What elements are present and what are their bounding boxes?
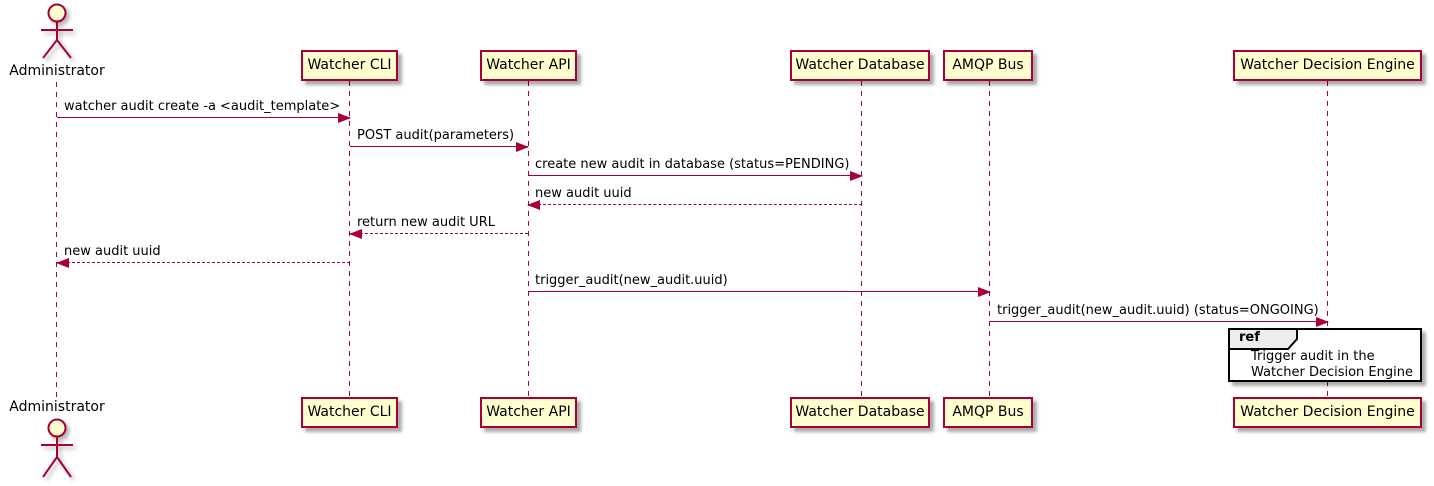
message-label: POST audit(parameters) [357,128,515,143]
message-post-audit: POST audit(parameters) [350,127,529,152]
message-line [57,262,350,263]
actor-figure-icon [41,418,73,478]
message-audit-create: watcher audit create -a <audit_template> [57,98,351,123]
message-label: create new audit in database (status=PEN… [535,157,850,172]
participant-watcher-decision-engine-top: Watcher Decision Engine [1233,50,1422,81]
message-trigger-audit-ongoing: trigger_audit(new_audit.uuid) (status=ON… [990,302,1329,327]
message-line [990,321,1328,322]
ref-frame: ref Trigger audit in the Watcher Decisio… [1228,328,1422,382]
participant-amqp-bus-top: AMQP Bus [943,50,1033,81]
lifeline-administrator [56,82,57,400]
arrowhead-left-icon [349,229,362,239]
lifeline-watcher-database [861,81,862,397]
arrowhead-right-icon [978,287,991,297]
message-return-audit-url: return new audit URL [349,214,528,239]
message-new-audit-uuid-admin: new audit uuid [56,243,350,268]
message-line [350,233,528,234]
participant-watcher-database-bottom: Watcher Database [790,397,930,428]
actor-label-top: Administrator [9,63,105,79]
message-line [528,175,862,176]
lifeline-watcher-decision-engine [1327,81,1328,397]
message-create-audit-db: create new audit in database (status=PEN… [528,156,863,181]
actor-figure-icon [41,3,73,59]
participant-watcher-api-bottom: Watcher API [480,397,577,428]
actor-label-bottom: Administrator [9,399,105,415]
message-line [528,291,990,292]
lifeline-amqp-bus [989,81,990,397]
participant-watcher-cli-top: Watcher CLI [301,50,398,81]
arrowhead-right-icon [516,142,529,152]
participant-watcher-cli-bottom: Watcher CLI [301,397,398,428]
message-label: new audit uuid [64,244,161,259]
arrowhead-right-icon [850,171,863,181]
ref-tab: ref [1228,328,1300,350]
message-line [350,146,528,147]
message-label: watcher audit create -a <audit_template> [64,99,341,114]
arrowhead-left-icon [527,200,540,210]
ref-tab-shape [1228,328,1298,350]
message-line [57,117,350,118]
message-label: trigger_audit(new_audit.uuid) (status=ON… [997,303,1319,318]
participant-amqp-bus-bottom: AMQP Bus [943,397,1033,428]
ref-text-line: Watcher Decision Engine [1251,365,1413,380]
arrowhead-right-icon [338,113,351,123]
ref-keyword: ref [1239,330,1260,345]
message-label: trigger_audit(new_audit.uuid) [535,273,728,288]
lifeline-watcher-cli [349,81,350,397]
ref-text-line: Trigger audit in the [1251,349,1375,364]
message-label: return new audit URL [357,215,495,230]
arrowhead-left-icon [56,258,69,268]
message-label: new audit uuid [535,186,632,201]
message-line [528,204,862,205]
participant-watcher-decision-engine-bottom: Watcher Decision Engine [1233,397,1422,428]
participant-watcher-database-top: Watcher Database [790,50,930,81]
message-trigger-audit: trigger_audit(new_audit.uuid) [528,272,991,297]
arrowhead-right-icon [1316,317,1329,327]
ref-text: Trigger audit in the Watcher Decision En… [1251,349,1413,381]
lifeline-watcher-api [528,81,529,397]
message-new-audit-uuid-db: new audit uuid [527,185,862,210]
participant-watcher-api-top: Watcher API [480,50,577,81]
